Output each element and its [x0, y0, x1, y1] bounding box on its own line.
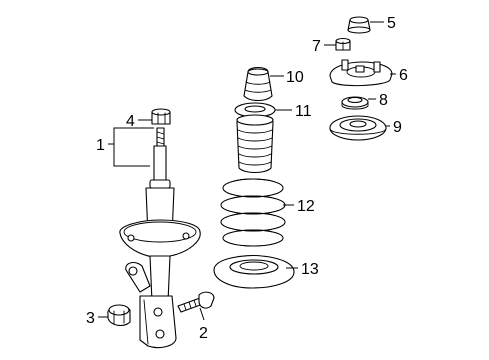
dust-cap: [347, 16, 371, 34]
callout-label-13: 13: [301, 261, 319, 278]
coil-spring: [220, 178, 286, 247]
callout-label-12: 12: [297, 198, 315, 215]
callout-label-3: 3: [86, 310, 95, 327]
callout-label-9: 9: [393, 119, 402, 136]
mount-nut: [335, 37, 351, 51]
callout-label-4: 4: [126, 113, 135, 130]
dust-boot: [234, 102, 276, 174]
callout-label-8: 8: [379, 92, 388, 109]
strut-knuckle-mount: [139, 295, 177, 349]
strut-mount: [329, 59, 393, 87]
strut-nut: [151, 108, 171, 125]
bump-stop: [243, 66, 273, 102]
callout-label-7: 7: [312, 38, 321, 55]
mounting-bolt: [177, 291, 215, 313]
callout-label-6: 6: [399, 67, 408, 84]
upper-spring-seat: [329, 115, 387, 141]
callout-leaders: [98, 21, 396, 321]
strut-spring-seat: [119, 219, 201, 258]
callout-label-1: 1: [96, 137, 105, 154]
lower-insulator: [213, 254, 295, 289]
flange-nut: [107, 304, 131, 327]
bearing: [341, 96, 369, 110]
callout-label-10: 10: [286, 69, 304, 86]
callout-label-5: 5: [387, 15, 396, 32]
callout-label-11: 11: [295, 103, 312, 120]
strut-lower-tube: [149, 255, 171, 303]
strut-assembly: [119, 127, 201, 349]
strut-rod-collar: [149, 179, 171, 189]
strut-bracket-arm: [125, 261, 151, 293]
callout-label-2: 2: [199, 325, 208, 342]
